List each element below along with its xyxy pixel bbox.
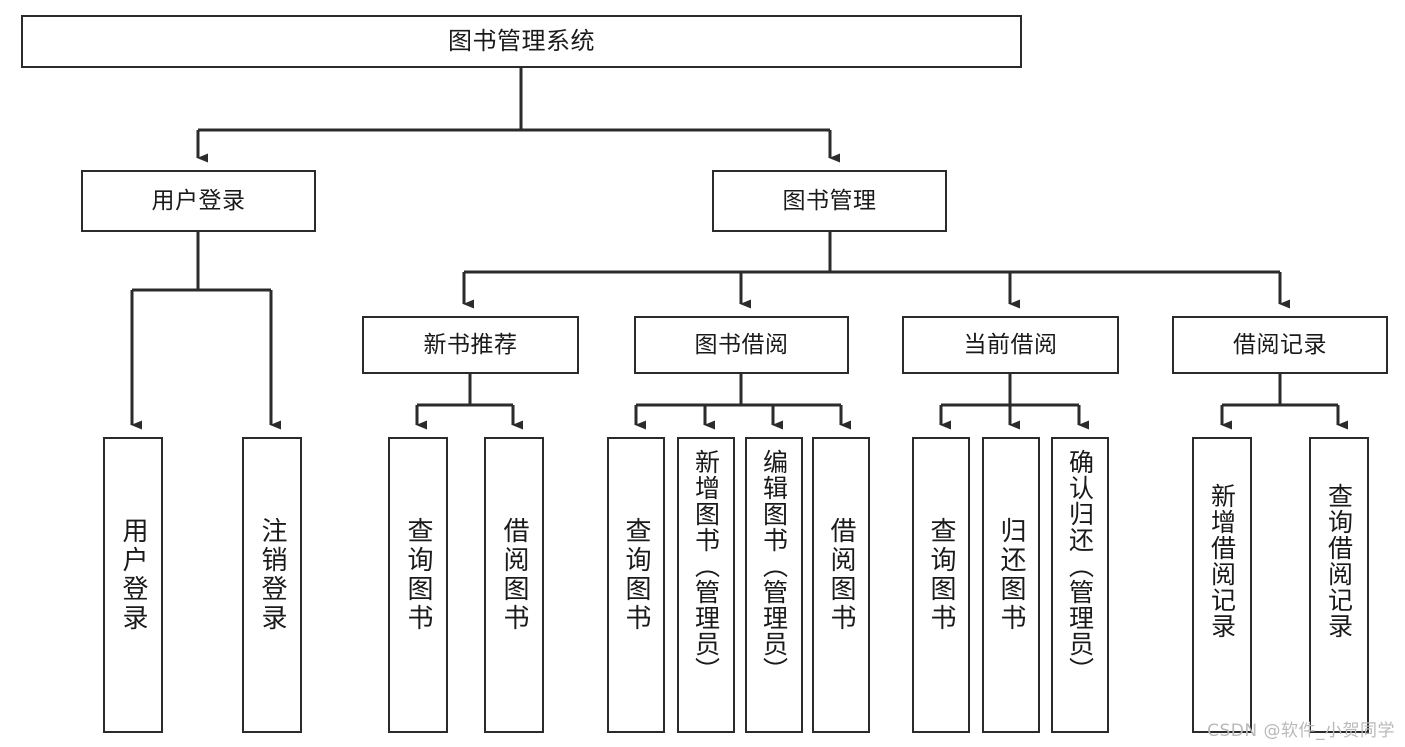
node-new-book-recommend[interactable]: 新书推荐 [362,316,579,374]
leaf-query-book-1[interactable]: 查询图书 [388,437,448,733]
leaf-add-book[interactable]: 新增图书（管理员） [677,437,735,733]
leaf-add-borrow-record-label: 新增借阅记录 [1207,483,1237,639]
leaf-edit-book[interactable]: 编辑图书（管理员） [745,437,803,733]
leaf-query-borrow-record[interactable]: 查询借阅记录 [1309,437,1369,733]
node-borrow-record-label: 借阅记录 [1233,331,1327,358]
node-current-borrow[interactable]: 当前借阅 [902,316,1119,374]
leaf-return-book[interactable]: 归还图书 [982,437,1040,733]
node-user-login[interactable]: 用户登录 [81,170,316,232]
node-current-borrow-label: 当前借阅 [963,331,1058,358]
leaf-query-borrow-record-label: 查询借阅记录 [1324,483,1354,639]
leaf-user-login[interactable]: 用户登录 [103,437,163,733]
leaf-borrow-book-2-label: 借阅图书 [826,517,856,633]
leaf-borrow-book-1[interactable]: 借阅图书 [484,437,544,733]
leaf-confirm-return-label: 确认归还（管理员） [1065,449,1095,683]
node-book-management-label: 图书管理 [782,187,877,214]
node-user-login-label: 用户登录 [151,187,246,214]
node-book-borrow[interactable]: 图书借阅 [634,316,849,374]
leaf-borrow-book-2[interactable]: 借阅图书 [812,437,870,733]
leaf-query-book-3-label: 查询图书 [926,517,956,633]
leaf-add-book-label: 新增图书（管理员） [691,449,721,683]
node-root-system[interactable]: 图书管理系统 [21,15,1022,68]
node-borrow-record[interactable]: 借阅记录 [1172,316,1388,374]
leaf-borrow-book-1-label: 借阅图书 [499,517,529,633]
node-new-book-recommend-label: 新书推荐 [423,331,518,358]
node-root-system-label: 图书管理系统 [448,26,595,55]
leaf-user-login-label: 用户登录 [118,517,148,633]
leaf-query-book-1-label: 查询图书 [403,517,433,633]
node-book-management[interactable]: 图书管理 [712,170,947,232]
leaf-add-borrow-record[interactable]: 新增借阅记录 [1192,437,1252,733]
node-book-borrow-label: 图书借阅 [694,331,789,358]
leaf-edit-book-label: 编辑图书（管理员） [759,449,789,683]
leaf-query-book-2-label: 查询图书 [621,517,651,633]
csdn-watermark: CSDN @软件_小贺同学 [1207,721,1395,741]
leaf-logout-login[interactable]: 注销登录 [242,437,302,733]
leaf-logout-login-label: 注销登录 [257,517,287,633]
leaf-query-book-2[interactable]: 查询图书 [607,437,665,733]
leaf-confirm-return[interactable]: 确认归还（管理员） [1051,437,1109,733]
leaf-query-book-3[interactable]: 查询图书 [912,437,970,733]
leaf-return-book-label: 归还图书 [996,517,1026,633]
